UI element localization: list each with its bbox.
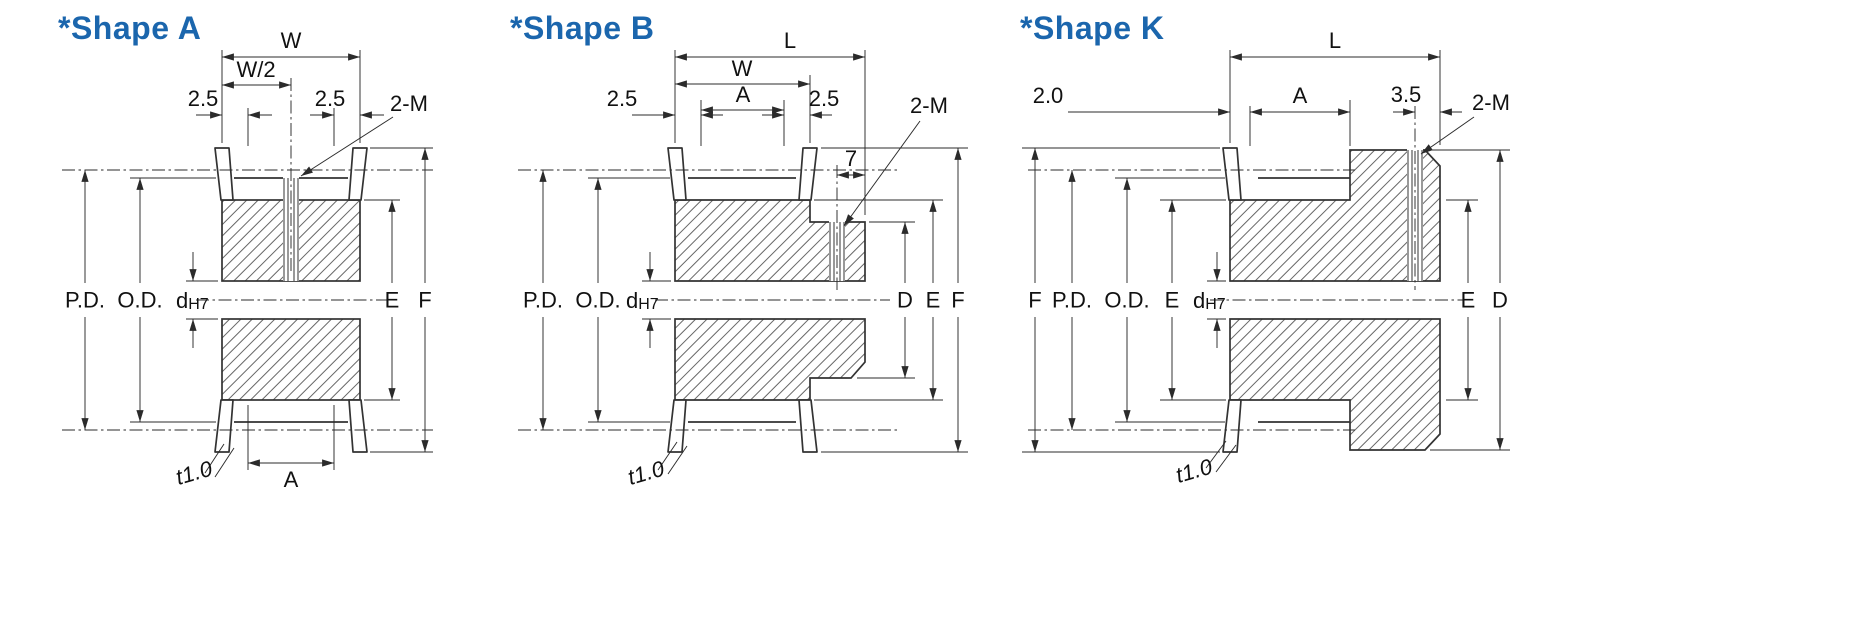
shape-b-dim-label-flange-thickness: t1.0 [625, 456, 668, 490]
flange-bottom-left [1222, 399, 1242, 453]
shape-a-dim-label-f: F [418, 288, 431, 313]
flange-bottom-left [214, 399, 234, 453]
shape-a-dimension-lines [81, 53, 429, 478]
shape-a-pulley-body [214, 147, 368, 453]
shape-b-dim-label-right-offset: 2.5 [809, 86, 840, 111]
shape-b-dim-label-a: A [736, 82, 751, 107]
shape-b-dim-label-f: F [951, 288, 964, 313]
shape-b-dim-label-l: L [784, 28, 796, 53]
shape-k-dim-label-od: O.D. [1104, 288, 1149, 313]
shape-k-pulley-body [1222, 147, 1441, 453]
shape-a-dim-label-od: O.D. [117, 288, 162, 313]
shape-b-labels: L W A 2.5 2.5 7 2-M P.D. O.D. dH7 D E F … [523, 28, 965, 490]
shape-b-dim-label-tap: 2-M [910, 93, 948, 118]
shape-k-dim-label-e-right: E [1461, 288, 1476, 313]
shape-k-centerlines [1028, 106, 1465, 431]
shape-k-dim-label-tap: 2-M [1472, 90, 1510, 115]
shape-k-dimension-lines [1031, 53, 1504, 473]
flange-top-left [667, 147, 687, 201]
shape-b-dim-label-left-offset: 2.5 [607, 86, 638, 111]
shape-b-dim-label-e: E [926, 288, 941, 313]
shape-a-dim-label-a: A [284, 467, 299, 492]
shape-k-dim-label-e-left: E [1165, 288, 1180, 313]
shape-k-dim-label-flange-thickness: t1.0 [1173, 454, 1216, 488]
shape-k-dim-label-left-offset: 2.0 [1033, 83, 1064, 108]
shape-b-dim-label-pd: P.D. [523, 288, 563, 313]
shape-a-title: *Shape A [58, 10, 202, 46]
shape-k-dim-label-pd: P.D. [1052, 288, 1092, 313]
flange-bottom-right [348, 399, 368, 453]
shape-b-drawing: L W A 2.5 2.5 7 2-M P.D. O.D. dH7 D E F … [518, 28, 968, 490]
flange-top-left [214, 147, 234, 201]
shape-k-dim-label-boss-hole-offset: 3.5 [1391, 82, 1422, 107]
shape-a-dim-label-tap: 2-M [390, 91, 428, 116]
figure-shape-a: *Shape A [0, 0, 500, 626]
figure-shape-k: *Shape K [1010, 0, 1560, 626]
shape-a-drawing: W W/2 2.5 2.5 2-M P.D. O.D. dH7 E F A t1… [62, 28, 433, 492]
shape-b-title: *Shape B [510, 10, 655, 46]
shape-k-drawing: L 2.0 A 3.5 2-M F P.D. O.D. E dH7 E D t1… [1022, 28, 1510, 488]
flange-top-right [348, 147, 368, 201]
flange-bottom-left [667, 399, 687, 453]
flange-top-right [798, 147, 818, 201]
shape-a-centerlines [62, 78, 433, 431]
shape-a-dim-label-bore: dH7 [176, 288, 209, 313]
shape-b-centerlines [518, 165, 900, 431]
shape-b-dim-label-d: D [897, 288, 913, 313]
shape-a-dim-label-w-half: W/2 [236, 57, 275, 82]
shape-k-labels: L 2.0 A 3.5 2-M F P.D. O.D. E dH7 E D t1… [1028, 28, 1510, 488]
shape-b-dim-label-boss-hole-offset: 7 [845, 146, 857, 171]
shape-k-dim-label-a: A [1293, 83, 1308, 108]
shape-a-dim-label-left-offset: 2.5 [188, 86, 219, 111]
shape-a-labels: W W/2 2.5 2.5 2-M P.D. O.D. dH7 E F A t1… [65, 28, 432, 492]
shape-b-pulley-body [667, 147, 866, 453]
shape-k-title: *Shape K [1020, 10, 1165, 46]
shape-a-dim-label-pd: P.D. [65, 288, 105, 313]
shape-a-extension-lines [130, 50, 433, 470]
shape-a-dim-label-flange-thickness: t1.0 [173, 456, 216, 490]
flange-bottom-right [798, 399, 818, 453]
shape-k-extension-lines [1022, 50, 1510, 453]
shape-b-dimension-lines [539, 53, 962, 475]
shape-a-dim-label-w: W [281, 28, 302, 53]
shape-a-dim-label-e: E [385, 288, 400, 313]
shape-k-dim-label-f: F [1028, 288, 1041, 313]
shape-b-dim-label-w: W [732, 56, 753, 81]
figure-shape-b: *Shape B [500, 0, 1010, 626]
shape-k-dim-label-bore: dH7 [1193, 288, 1226, 313]
shape-k-dim-label-d: D [1492, 288, 1508, 313]
flange-top-left [1222, 147, 1242, 201]
shape-a-dim-label-right-offset: 2.5 [315, 86, 346, 111]
shape-k-dim-label-l: L [1329, 28, 1341, 53]
shape-b-dim-label-od: O.D. [575, 288, 620, 313]
shape-b-dim-label-bore: dH7 [626, 288, 659, 313]
shape-a-tapped-hole [283, 177, 299, 281]
shape-b-extension-lines [588, 50, 968, 453]
